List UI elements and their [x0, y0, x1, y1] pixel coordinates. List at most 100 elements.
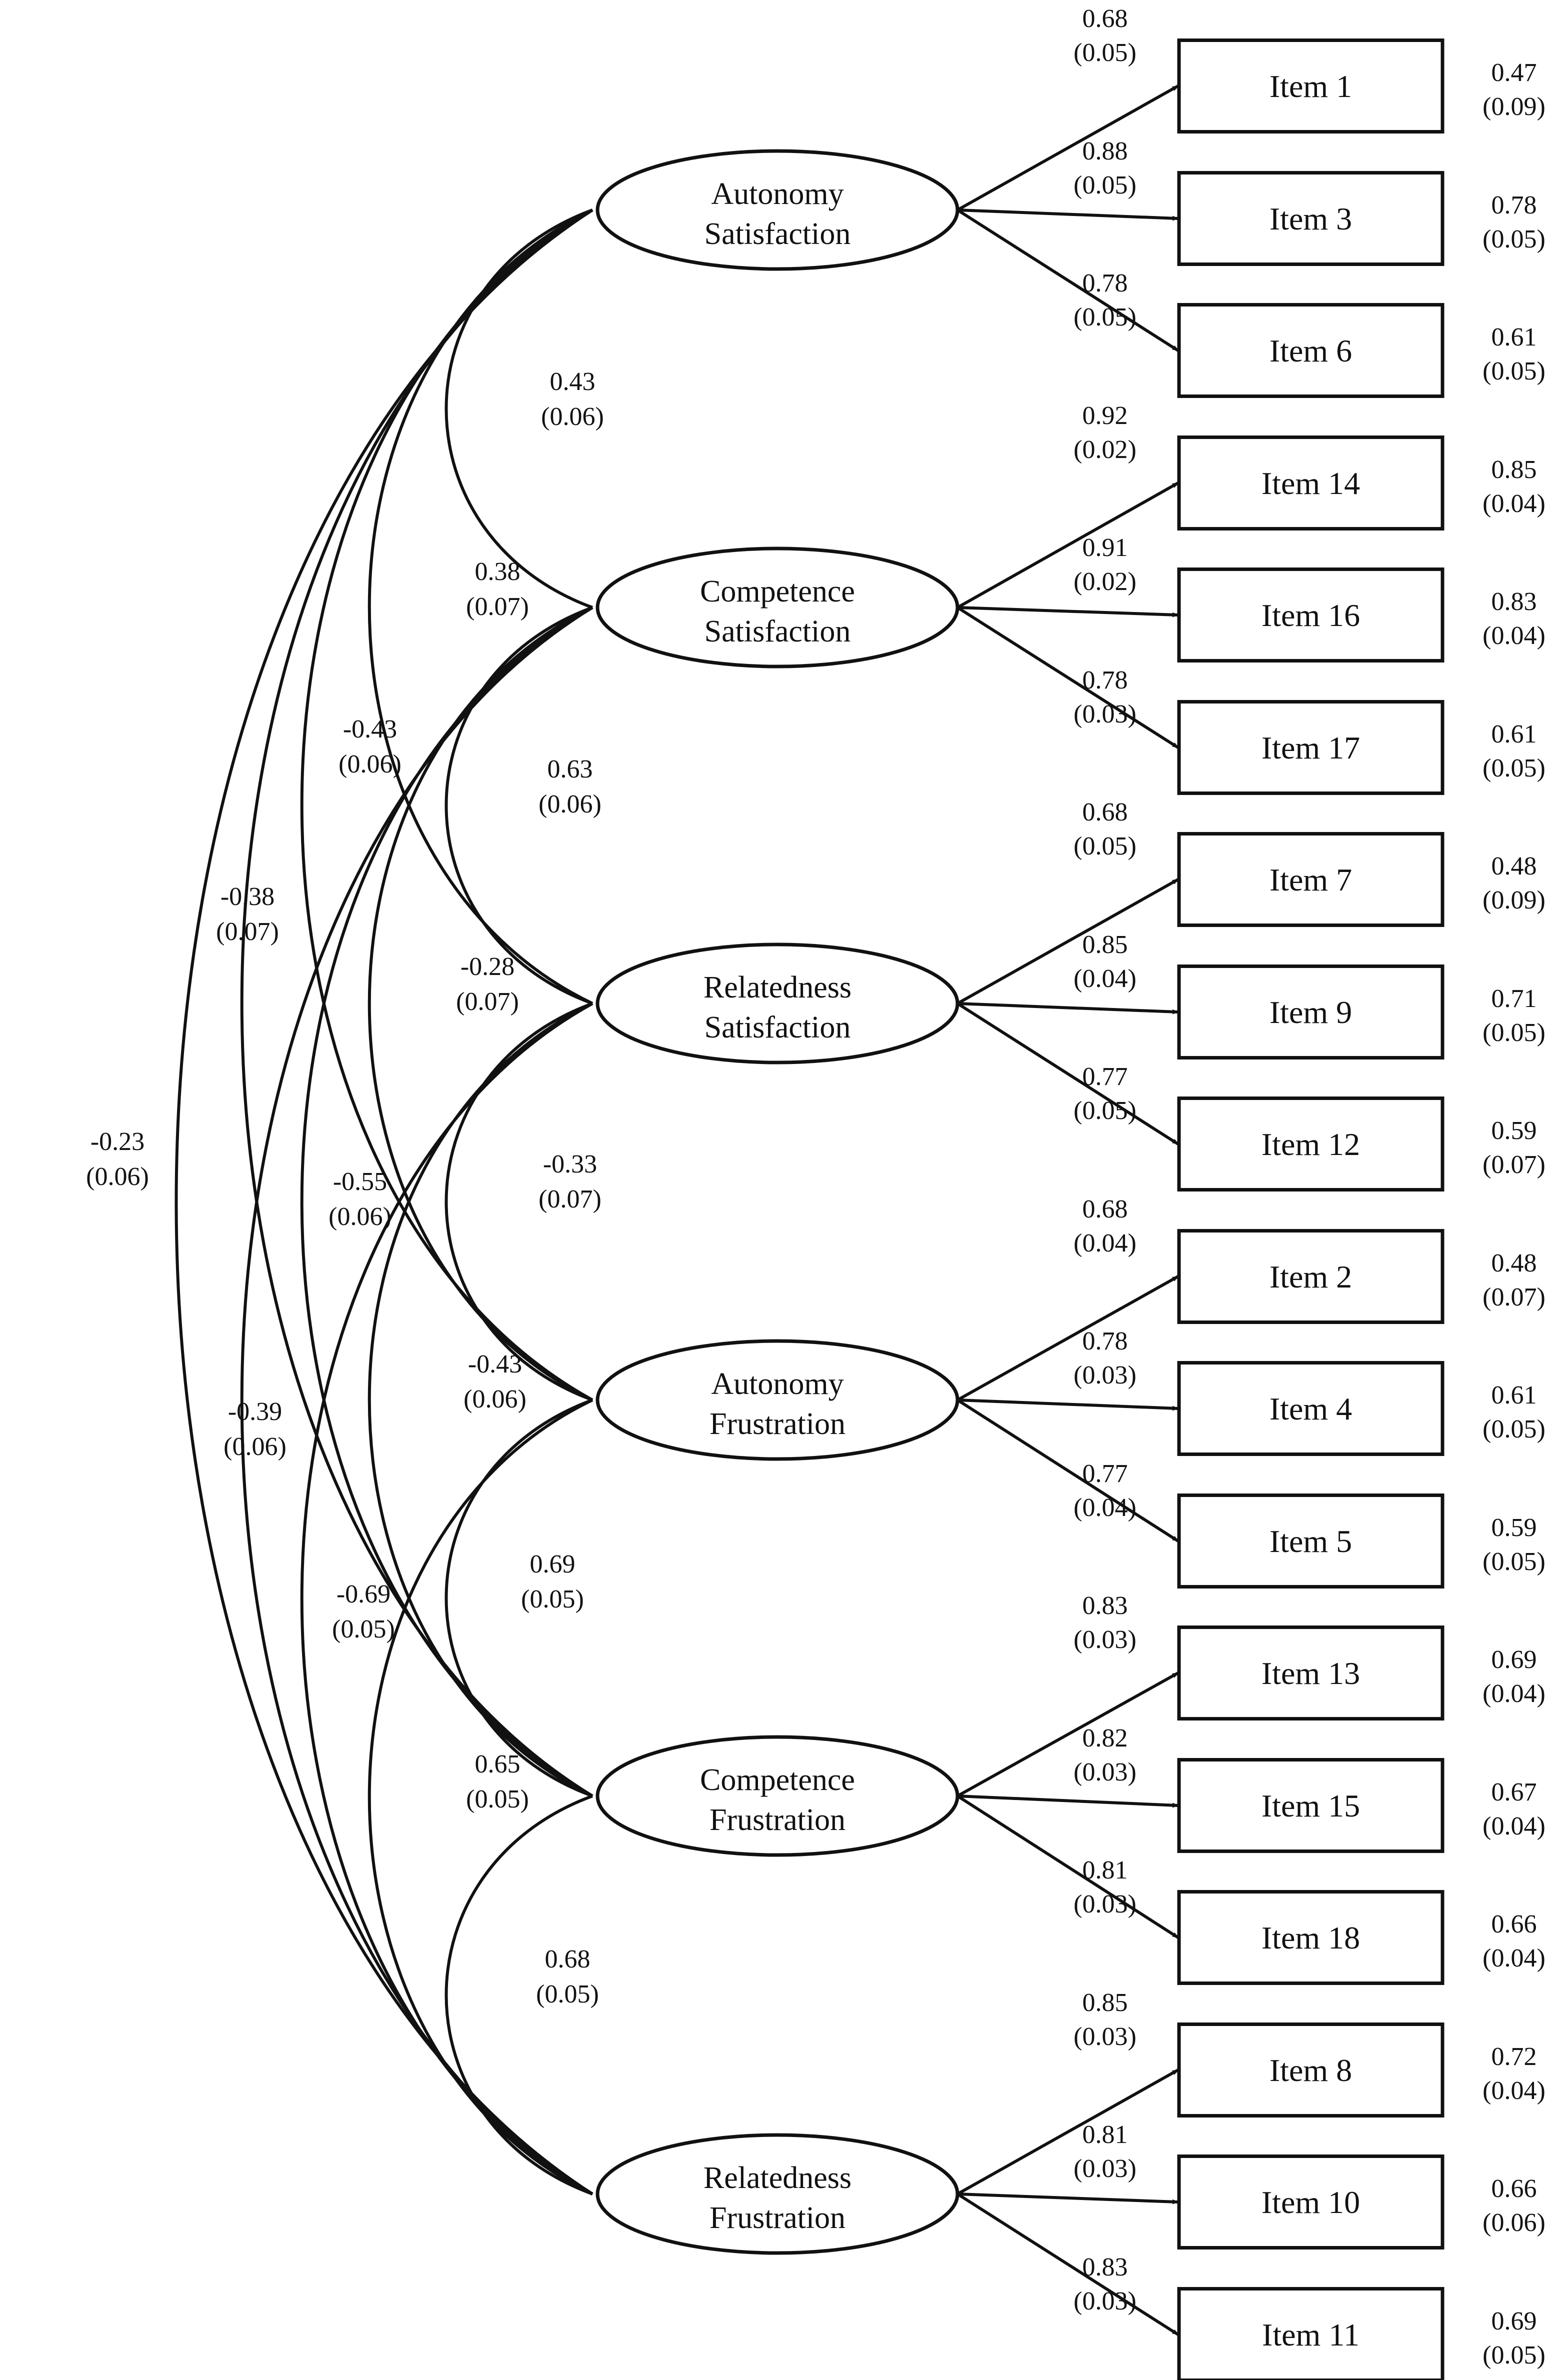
loading-arrow-item-7: [957, 1002, 1178, 1014]
factor-ellipse: [596, 2133, 960, 2255]
item-box: [1177, 303, 1444, 398]
error-se-item-4: (0.04): [1482, 622, 1546, 650]
loading-arrow-layer: [956, 84, 1179, 2336]
loading-se-item-8: (0.05): [1074, 1096, 1136, 1125]
correlation-value-as-cs: 0.43: [550, 368, 596, 396]
item-label: Item 5: [1270, 1524, 1352, 1559]
loading-arrow-item-13: [957, 1794, 1178, 1808]
error-value-item-7: 0.71: [1492, 984, 1537, 1013]
loading-se-item-2: (0.05): [1074, 303, 1136, 332]
error-se-item-3: (0.04): [1482, 490, 1546, 518]
error-se-item-8: (0.07): [1482, 1150, 1546, 1179]
item-label: Item 13: [1262, 1656, 1360, 1691]
indicator-item-13: Item 15: [1177, 1758, 1444, 1853]
item-box: [1177, 700, 1444, 795]
correlation-curve-as-rf: [174, 208, 594, 2196]
loading-value-item-10: 0.78: [1082, 1327, 1128, 1356]
item-box: [1177, 1494, 1444, 1588]
item-label: Item 3: [1270, 201, 1352, 236]
error-se-item-0: (0.09): [1482, 92, 1546, 121]
item-box: [1177, 1758, 1444, 1853]
correlation-curve-rs-af: [444, 1002, 594, 1402]
error-value-item-4: 0.83: [1492, 588, 1537, 616]
loading-se-item-1: (0.05): [1074, 171, 1136, 200]
loading-value-item-1: 0.88: [1082, 137, 1128, 166]
loading-se-item-17: (0.03): [1074, 2287, 1136, 2316]
correlation-se-as-cs: (0.06): [541, 402, 604, 431]
item-box: [1177, 1229, 1444, 1324]
error-se-item-16: (0.06): [1482, 2208, 1546, 2237]
error-value-item-17: 0.69: [1492, 2307, 1537, 2336]
loading-arrow-item-12: [956, 1672, 1179, 1798]
loading-se-item-0: (0.05): [1074, 38, 1136, 67]
correlation-value-as-af: -0.43: [343, 715, 397, 744]
factor-label-line2: Satisfaction: [704, 217, 851, 251]
item-label: Item 9: [1270, 994, 1352, 1030]
error-se-item-14: (0.04): [1482, 1944, 1546, 1972]
correlation-se-cs-rs: (0.06): [538, 790, 602, 818]
loading-value-item-7: 0.85: [1082, 930, 1128, 959]
loading-arrow-item-0: [956, 84, 1179, 212]
loading-se-item-6: (0.05): [1074, 832, 1136, 860]
indicator-item-1: Item 3: [1177, 171, 1444, 266]
error-value-item-13: 0.67: [1492, 1778, 1537, 1806]
error-se-item-11: (0.05): [1482, 1548, 1546, 1576]
error-value-item-11: 0.59: [1492, 1514, 1537, 1542]
error-se-item-13: (0.04): [1482, 1812, 1546, 1840]
item-box: [1177, 1626, 1444, 1720]
item-box: [1177, 1096, 1444, 1192]
loading-se-item-13: (0.03): [1074, 1758, 1136, 1786]
indicator-item-15: Item 8: [1177, 2022, 1444, 2118]
indicator-item-12: Item 13: [1177, 1626, 1444, 1720]
correlation-curve-cf-rf: [444, 1794, 594, 2196]
factor-label-line2: Frustration: [710, 1803, 846, 1837]
loading-value-item-4: 0.91: [1082, 534, 1128, 562]
loading-se-item-9: (0.04): [1074, 1229, 1136, 1258]
correlation-value-rs-cf: -0.43: [468, 1350, 522, 1378]
loading-value-item-13: 0.82: [1082, 1724, 1128, 1752]
loading-arrow-item-14: [956, 1794, 1179, 1939]
correlation-se-af-cf: (0.05): [521, 1585, 584, 1614]
loading-value-item-6: 0.68: [1082, 798, 1128, 826]
loading-value-item-2: 0.78: [1082, 269, 1128, 298]
factor-ellipse: [596, 546, 960, 668]
factor-label-line2: Frustration: [710, 2201, 846, 2235]
item-label: Item 4: [1270, 1391, 1352, 1426]
item-box: [1177, 2154, 1444, 2250]
correlation-value-rs-af: -0.33: [543, 1150, 597, 1178]
loading-value-item-9: 0.68: [1082, 1195, 1128, 1224]
error-value-item-8: 0.59: [1492, 1116, 1537, 1145]
factor-ellipse: [596, 942, 960, 1064]
factor-label-line2: Satisfaction: [704, 1010, 851, 1044]
item-box: [1177, 38, 1444, 134]
item-label: Item 17: [1262, 730, 1360, 766]
loading-value-item-11: 0.77: [1082, 1460, 1128, 1488]
correlation-curve-cs-rs: [444, 606, 594, 1005]
loading-se-item-14: (0.03): [1074, 1890, 1136, 1918]
loading-se-item-16: (0.03): [1074, 2154, 1136, 2183]
error-se-item-9: (0.07): [1482, 1283, 1546, 1312]
loading-value-item-8: 0.77: [1082, 1062, 1128, 1091]
item-label: Item 12: [1262, 1126, 1360, 1162]
correlation-se-cs-rf: (0.06): [224, 1432, 286, 1461]
item-box: [1177, 2022, 1444, 2118]
loading-se-item-3: (0.02): [1074, 436, 1136, 464]
loading-value-item-17: 0.83: [1082, 2253, 1128, 2282]
correlation-se-as-cf: (0.07): [216, 918, 279, 946]
indicator-item-0: Item 1: [1177, 38, 1444, 134]
correlation-value-cs-af: -0.28: [460, 952, 514, 981]
item-box: [1177, 2287, 1444, 2380]
loading-value-item-14: 0.81: [1082, 1856, 1128, 1884]
correlation-value-cs-cf: -0.55: [333, 1168, 387, 1196]
factor-layer: AutonomySatisfactionCompetenceSatisfacti…: [596, 149, 960, 2255]
item-label: Item 1: [1270, 68, 1352, 104]
loading-arrow-item-10: [957, 1398, 1178, 1411]
loading-value-item-5: 0.78: [1082, 666, 1128, 694]
error-value-item-16: 0.66: [1492, 2174, 1537, 2203]
item-box: [1177, 568, 1444, 662]
item-label: Item 7: [1270, 862, 1352, 898]
loading-se-item-5: (0.03): [1074, 700, 1136, 728]
